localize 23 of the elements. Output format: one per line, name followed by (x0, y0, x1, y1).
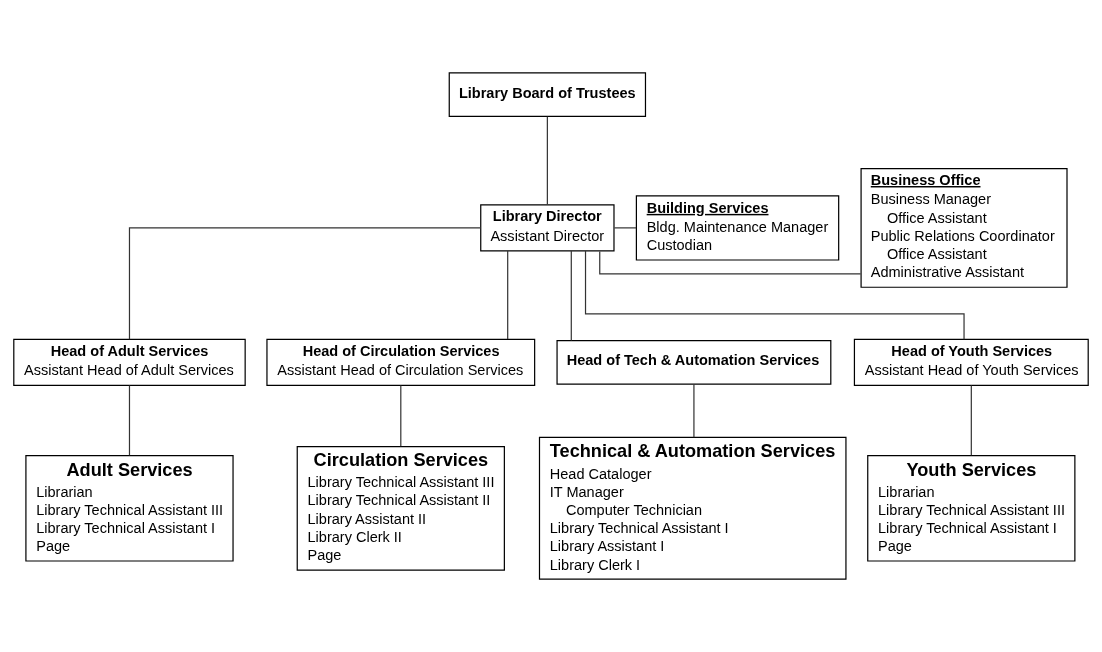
connector (613, 227, 637, 229)
node-box: Circulation Services Library Technical Assistant III Library Technical Assistant II Library Assistant II Library Clerk II Page (296, 445, 505, 571)
node-box: Adult Services Librarian Library Technical Assistant III Library Technical Assistant I Page (25, 455, 234, 562)
connector (546, 116, 548, 206)
connector (400, 384, 402, 447)
node-box: Head of Circulation Services Assistant Head of Circulation Services (266, 338, 536, 386)
node-box: Library Board of Trustees (448, 72, 647, 118)
connector (584, 250, 965, 340)
connector (128, 227, 482, 340)
connector (693, 383, 695, 438)
node-box: Building Services Bldg. Maintenance Manager Custodian (635, 195, 840, 261)
connector (507, 250, 509, 340)
connector (599, 250, 862, 275)
node-box: Library Director Assistant Director (480, 204, 615, 252)
node-box: Youth Services Librarian Library Technical Assistant III Library Technical Assistant I Page (867, 455, 1076, 562)
node-box: Technical & Automation Services Head Cataloger IT Manager Computer Technician Library Technical Assistant I Library Assistant I Library Clerk I (538, 436, 847, 580)
node-box: Business Office Business Manager Office Assistant Public Relations Coordinator Office Assistant Administrative Assistant (860, 167, 1068, 288)
connector (970, 384, 972, 456)
node-box: Head of Youth Services Assistant Head of Youth Services (853, 338, 1089, 386)
connector (570, 250, 572, 341)
connector (128, 384, 131, 456)
node-box: Head of Tech & Automation Services (556, 339, 832, 385)
node-box: Head of Adult Services Assistant Head of Adult Services (13, 338, 246, 386)
